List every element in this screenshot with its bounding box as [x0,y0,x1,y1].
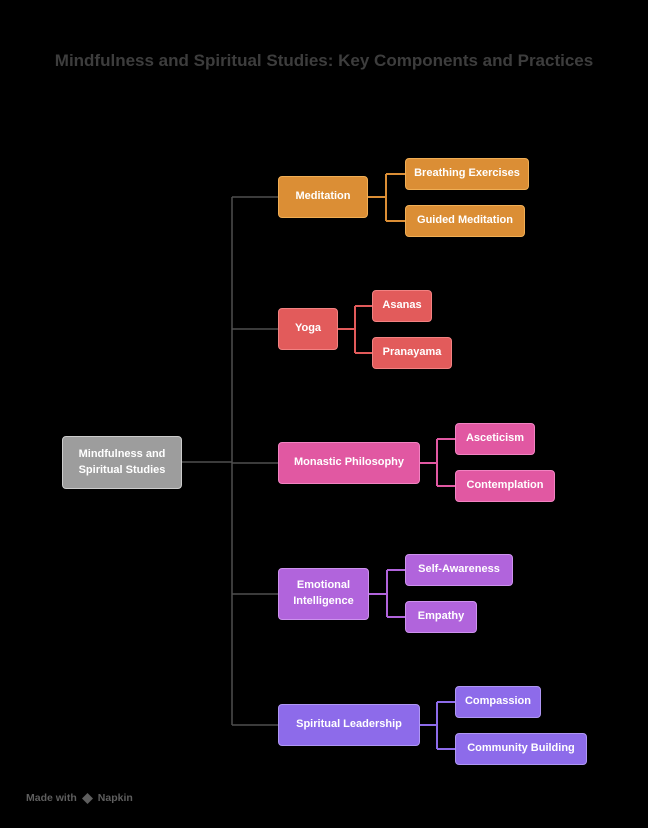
node-compassion: Compassion [455,686,541,718]
node-emotional-intelligence: Emotional Intelligence [278,568,369,620]
node-spiritual-leadership: Spiritual Leadership [278,704,420,746]
page-title: Mindfulness and Spiritual Studies: Key C… [54,51,594,70]
root-trunk-connector [182,196,278,726]
node-meditation: Meditation [278,176,368,218]
branch-bracket-meditation [368,173,405,222]
napkin-logo-icon [81,792,93,804]
made-with-label: Made with [26,792,77,804]
node-asceticism: Asceticism [455,423,535,455]
node-community-building: Community Building [455,733,587,765]
root-node: Mindfulness and Spiritual Studies [62,436,182,489]
branch-bracket-monastic-philosophy [420,438,455,487]
brand-label: Napkin [97,792,133,804]
node-self-awareness: Self-Awareness [405,554,513,586]
node-yoga: Yoga [278,308,338,350]
node-guided-meditation: Guided Meditation [405,205,525,237]
node-asanas: Asanas [372,290,432,322]
watermark: Made with Napkin [26,792,133,804]
node-empathy: Empathy [405,601,477,633]
node-pranayama: Pranayama [372,337,452,369]
node-monastic-philosophy: Monastic Philosophy [278,442,420,484]
node-contemplation: Contemplation [455,470,555,502]
node-breathing-exercises: Breathing Exercises [405,158,529,190]
branch-bracket-spiritual-leadership [420,701,455,750]
branch-bracket-emotional-intelligence [369,569,405,618]
branch-bracket-yoga [338,305,372,354]
